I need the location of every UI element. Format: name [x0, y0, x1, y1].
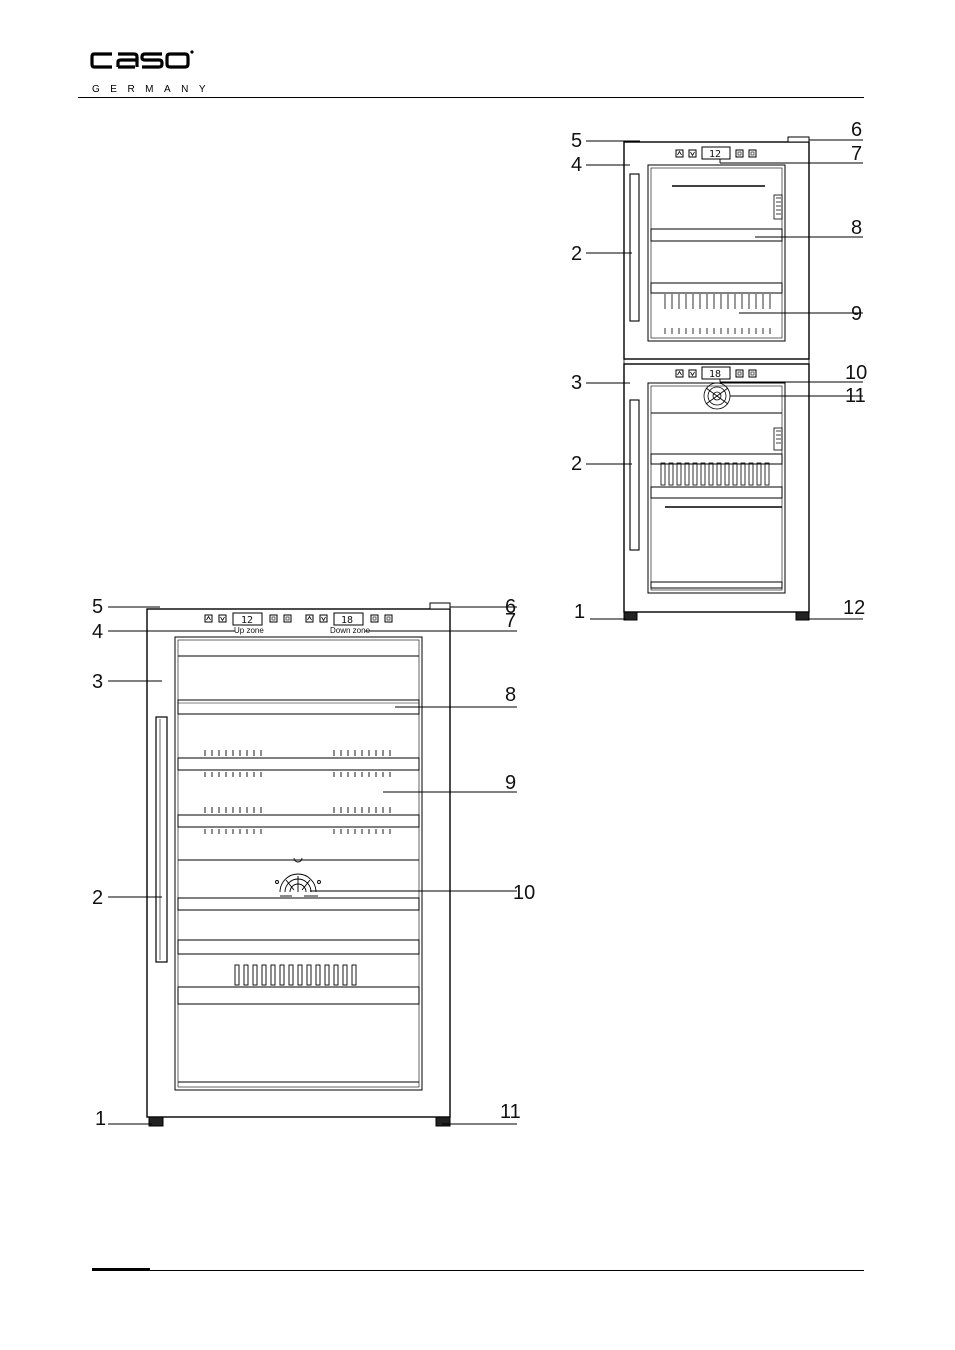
stacked-callout-6: 6 [851, 119, 862, 141]
bottom-display-value: 18 [709, 369, 721, 380]
stacked-callout-4: 4 [571, 154, 582, 176]
stacked-foot-right [796, 612, 809, 620]
stacked-callout-10: 10 [845, 362, 867, 384]
stacked-callout-5: 5 [571, 130, 582, 152]
stacked-callout-2-top: 2 [571, 243, 582, 265]
top-cabinet-outline [624, 142, 809, 359]
top-glass-door [648, 165, 785, 341]
stacked-fan-icon [704, 383, 730, 409]
stacked-callout-7: 7 [851, 143, 862, 165]
stacked-callout-12: 12 [843, 597, 865, 619]
stacked-callout-11: 11 [845, 385, 866, 407]
top-hinge-stacked [788, 137, 809, 142]
stacked-callout-3: 3 [571, 372, 582, 394]
stacked-callout-2-bottom: 2 [571, 453, 582, 475]
top-display-value: 12 [709, 149, 721, 160]
top-door-handle [630, 174, 639, 321]
bottom-cabinet-outline [624, 364, 809, 612]
footer-rule [92, 1270, 864, 1271]
stacked-callout-9: 9 [851, 303, 862, 325]
bottom-glass-door [648, 383, 785, 593]
stacked-callout-8: 8 [851, 217, 862, 239]
stacked-callout-1: 1 [574, 601, 585, 623]
bottom-door-handle [630, 400, 639, 550]
